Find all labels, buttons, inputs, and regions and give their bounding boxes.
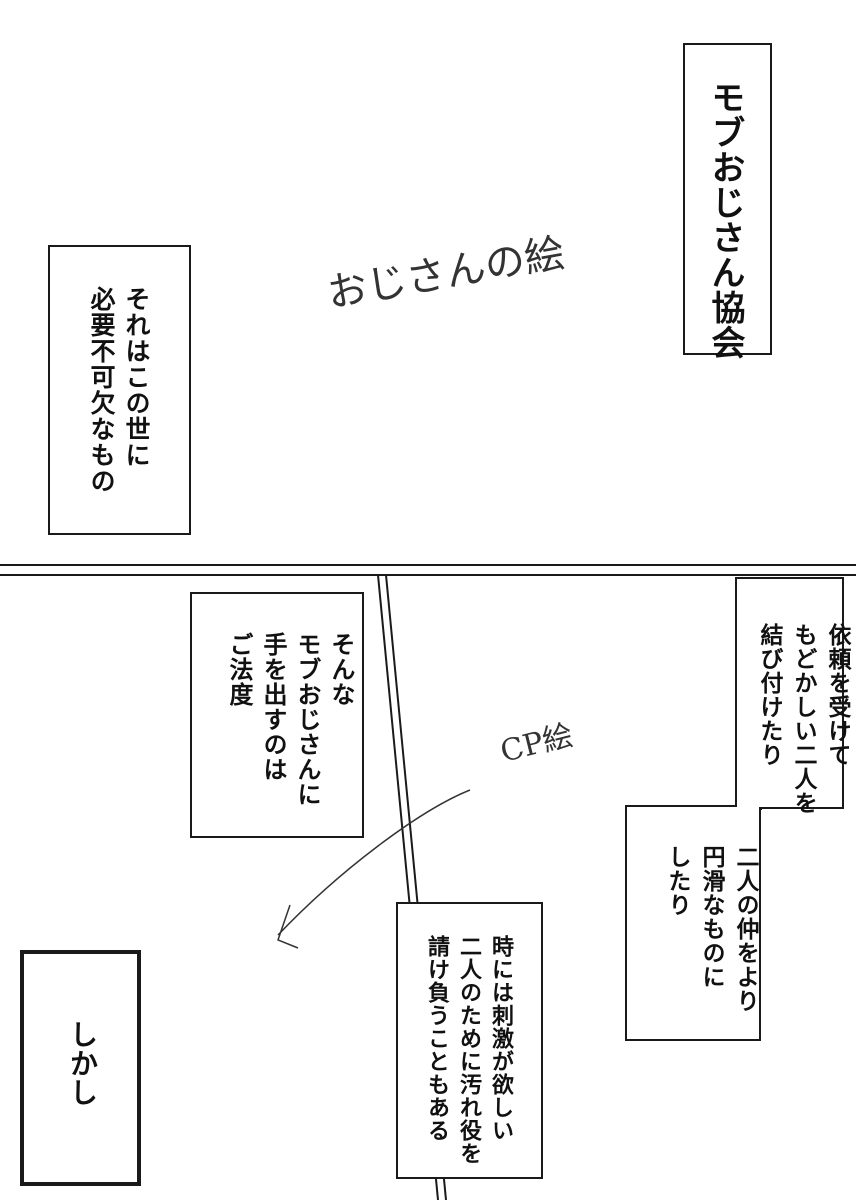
- caption-text-right-top: 依頼を受けて もどかしい二人を 結び付けたり: [756, 623, 850, 815]
- caption-box-bottom-left: [20, 950, 141, 1186]
- caption-text-right-mid: 二人の仲をより 円滑なものに したり: [664, 845, 758, 1013]
- caption-box-right-shape: [625, 577, 844, 1041]
- caption-box-left: [190, 592, 364, 838]
- caption-box-center-bottom: [396, 902, 543, 1179]
- title-text: モブおじさん協会: [705, 80, 745, 360]
- sketch-arrow-line: [277, 789, 471, 936]
- caption-text-bottom-left: しかし: [66, 1020, 99, 1107]
- caption-text-top: それはこの世に 必要不可欠なもの: [87, 286, 151, 494]
- caption-text-center-bottom: 時には刺激が欲しい 二人のために汚れ役を 請け負うこともある: [424, 935, 513, 1165]
- caption-text-left: そんな モブおじさんに 手を出すのは ご法度: [225, 632, 355, 807]
- caption-box-top: [48, 245, 191, 535]
- sketch-arrowhead: [277, 904, 299, 949]
- title-box: [683, 43, 772, 355]
